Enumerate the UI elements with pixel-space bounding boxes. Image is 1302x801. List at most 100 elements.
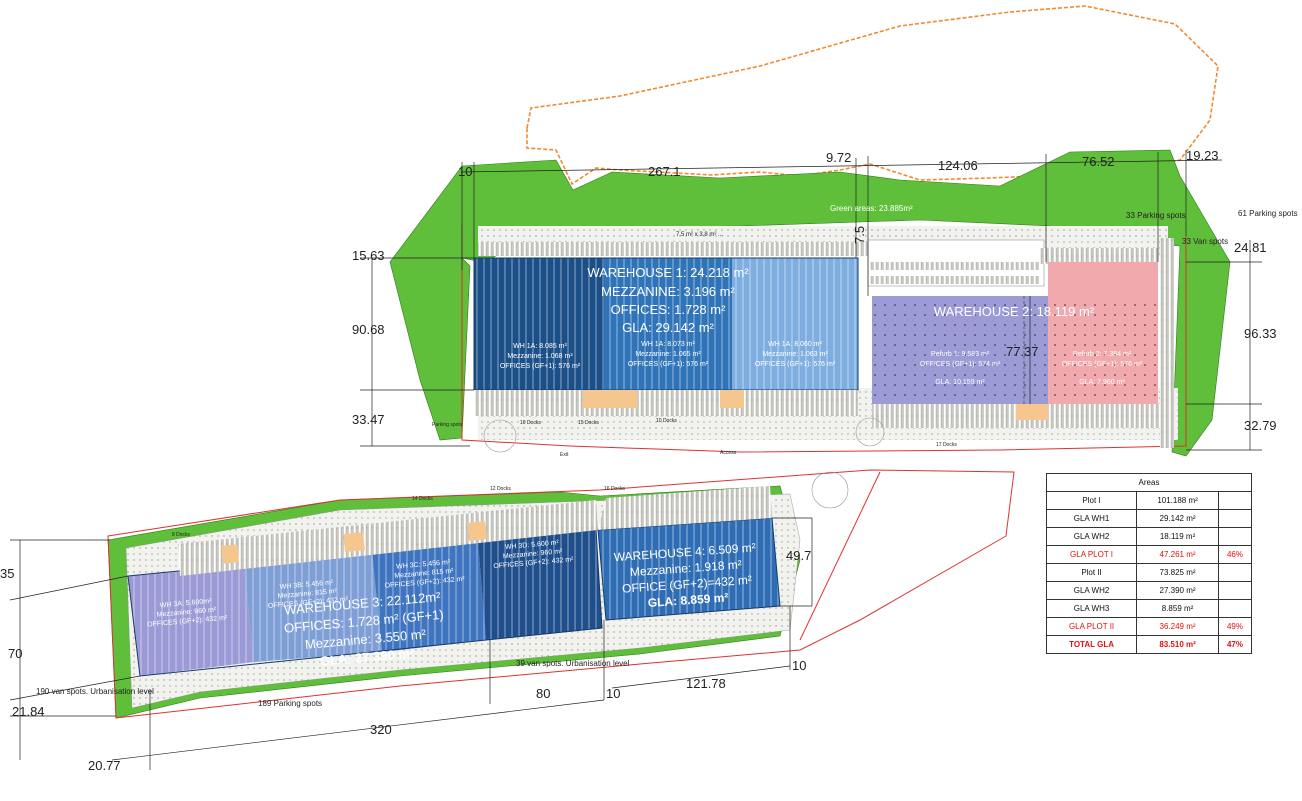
wh2-r1-off: OFFICES (GF+1): 574 m²	[920, 361, 1001, 368]
green-areas-label: Green areas: 23.885m²	[830, 204, 913, 213]
row-value: 83.510 m²	[1136, 635, 1219, 654]
wh1-parking-row	[478, 242, 868, 256]
dim-right-c: 32.79	[1244, 418, 1277, 433]
dim-top-d: 124.06	[938, 158, 978, 173]
dim-low-80: 80	[536, 686, 550, 701]
wh1-offices: OFFICES: 1.728 m²	[611, 302, 727, 317]
wh1b-off: OFFICES (GF+1): 576 m²	[628, 361, 709, 368]
row-pct: 47%	[1218, 635, 1252, 654]
wh3-office-2	[343, 532, 365, 552]
row-pct	[1218, 581, 1252, 600]
dim-low-121-78: 121.78	[686, 676, 726, 691]
wh3-office-3	[467, 521, 487, 541]
wh3a-name: WH 3A: 5.600m²	[160, 598, 213, 610]
parking-33-label: 33 Parking spots	[1126, 211, 1186, 220]
docks-17-label: 17 Docks	[936, 442, 957, 448]
plot-2-split-line	[799, 471, 881, 641]
wh3-office-1	[221, 544, 239, 564]
docks-16-label: 16 Docks	[604, 486, 625, 492]
wh2-office-block	[1016, 404, 1048, 420]
spots-39-label: 39 van spots. Urbanisation level	[516, 659, 630, 668]
dim-left-b: 90.68	[352, 322, 385, 337]
wh1b-mezz: Mezzanine: 1.065 m²	[635, 351, 701, 358]
row-label: GLA PLOT I	[1045, 545, 1138, 564]
row-value: 8.859 m²	[1136, 599, 1219, 618]
parking-61-label: 61 Parking spots	[1238, 209, 1298, 218]
row-pct: 46%	[1218, 545, 1252, 564]
dim-low-320: 320	[370, 722, 392, 737]
dim-mid-49-7: 49.7	[786, 548, 811, 563]
row-value: 18.119 m²	[1136, 527, 1219, 546]
turning-circle-2	[855, 417, 885, 447]
wh1c-mezz: Mezzanine: 1.063 m²	[762, 351, 828, 358]
wh4-docks	[598, 486, 772, 530]
exit-label: Exit	[560, 452, 569, 458]
row-label: GLA WH3	[1045, 599, 1138, 618]
dim-low-70: 70	[8, 646, 22, 661]
parking-189-label: 189 Parking spots	[258, 699, 322, 708]
wh1-docks	[474, 390, 858, 416]
dim-low-10a: 10	[606, 686, 620, 701]
plot-2-boundary	[107, 469, 1015, 719]
row-label: Plot II	[1045, 563, 1138, 582]
row-label: GLA WH1	[1045, 509, 1138, 528]
dim-low-35: 35	[0, 566, 14, 581]
wh1-title: WAREHOUSE 1: 24.218 m²	[587, 265, 749, 280]
row-value: 36.249 m²	[1136, 617, 1219, 636]
docks-8-label: 8 Docks	[172, 532, 191, 538]
row-label: GLA WH2	[1045, 527, 1138, 546]
access-label: Access	[720, 450, 737, 456]
row-pct: 49%	[1218, 617, 1252, 636]
row-pct	[1218, 527, 1252, 546]
docks-15-label: 15 Docks	[578, 420, 599, 426]
docks-10a-label: 10 Docks	[520, 420, 541, 426]
wh3b-name: WH 3B: 5.456 m²	[279, 579, 334, 591]
row-value: 101.188 m²	[1136, 491, 1219, 510]
row-label: Plot I	[1045, 491, 1138, 510]
wh1a-off: OFFICES (GF+1): 576 m²	[500, 363, 581, 370]
row-label: GLA WH2	[1045, 581, 1138, 600]
wh3d-name: WH 3D: 5.600 m²	[505, 539, 560, 551]
dim-right-b: 96.33	[1244, 326, 1277, 341]
wh3-docks	[178, 500, 598, 576]
parking-spots-small-label: Parking spots	[432, 422, 463, 428]
row-pct	[1218, 599, 1252, 618]
wh1-mezz: MEZZANINE: 3.196 m²	[601, 284, 735, 299]
row-label: GLA PLOT II	[1045, 617, 1138, 636]
wh1a-name: WH 1A: 8.085 m²	[513, 343, 567, 350]
turning-circle-1	[483, 419, 517, 453]
wh1-racking	[474, 258, 858, 390]
turning-circle-3	[811, 471, 849, 509]
wh1-office-block-1	[583, 390, 637, 408]
plot-1-boundary	[461, 224, 1187, 453]
wh4-gla: GLA: 8.859 m²	[647, 590, 728, 610]
wh4-text-group: WAREHOUSE 4: 6.509 m² Mezzanine: 1.918 m…	[613, 540, 756, 610]
row-pct	[1218, 563, 1252, 582]
wh2-r1-name: Refurb 1: 9.583 m²	[931, 351, 990, 358]
dim-mid-77-37: 77.37	[1006, 344, 1039, 359]
wh2-r2-gla: GLA: 7.960 m²	[1079, 379, 1125, 386]
row-value: 47.261 m²	[1136, 545, 1219, 564]
van-spots-column	[1160, 238, 1174, 448]
dim-mid-7-5: 7.5	[852, 226, 867, 244]
wh1a-mezz: Mezzanine: 1.068 m²	[507, 353, 573, 360]
top-strip-label: 7.5 m² x 3.8 m² ...	[676, 232, 723, 238]
dim-top-a: 10	[458, 164, 472, 179]
dim-right-a: 24.81	[1234, 240, 1267, 255]
row-value: 73.825 m²	[1136, 563, 1219, 582]
row-value: 27.390 m²	[1136, 581, 1219, 600]
wh1-office-block-2	[720, 390, 744, 408]
dim-top-c: 9.72	[826, 150, 851, 165]
van-33-label: 33 Van spots	[1182, 237, 1228, 246]
wh2-r2-name: Refurb 2: 7.384 m²	[1073, 351, 1132, 358]
wh2-parking-row-1	[870, 262, 1040, 270]
spots-190-label: 190 van spots. Urbanisation level	[36, 687, 154, 696]
